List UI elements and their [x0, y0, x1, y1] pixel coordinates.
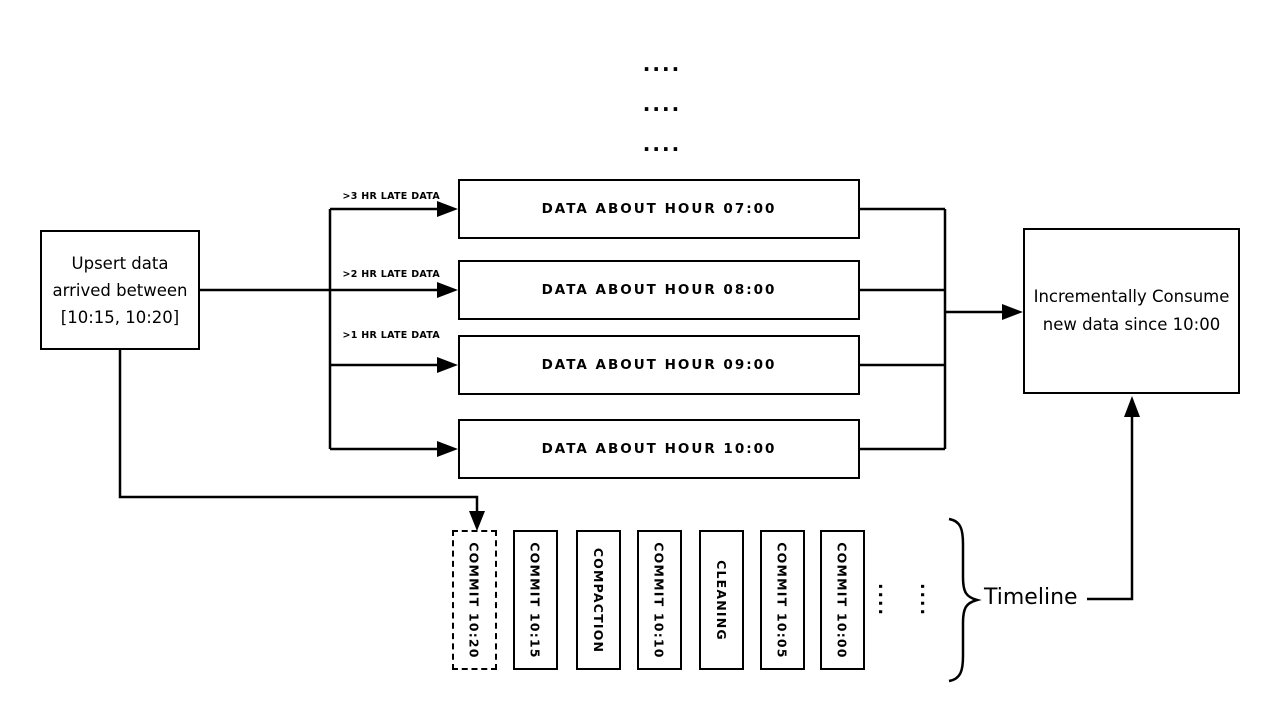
hour-box-0700: DATA ABOUT HOUR 07:00 — [458, 179, 860, 239]
hour-box-0800: DATA ABOUT HOUR 08:00 — [458, 260, 860, 320]
instant-label: COMMIT 10:20 — [467, 541, 482, 659]
upsert-box-line: arrived between — [52, 280, 188, 300]
hour-box-label: DATA ABOUT HOUR 09:00 — [541, 357, 777, 373]
instant-compaction: COMPACTION — [576, 530, 621, 670]
timeline-ellipsis-vertical: .... — [874, 583, 894, 617]
instant-commit-1015: COMMIT 10:15 — [513, 530, 558, 670]
instant-label: COMMIT 10:15 — [528, 541, 543, 659]
hour-box-label: DATA ABOUT HOUR 07:00 — [541, 201, 777, 217]
top-ellipsis: .... .... .... — [622, 44, 702, 164]
upsert-box-line: [10:15, 10:20] — [60, 307, 180, 327]
arrowhead-hour-0800 — [437, 282, 458, 298]
hour-box-label: DATA ABOUT HOUR 10:00 — [541, 441, 777, 457]
arrowhead-timeline-up — [1124, 396, 1140, 417]
consume-box: Incrementally Consume new data since 10:… — [1023, 228, 1240, 394]
timeline-to-consume-line — [1087, 414, 1134, 601]
instant-label: COMMIT 10:10 — [652, 541, 667, 659]
upsert-box-line: Upsert data — [71, 253, 169, 273]
arrowhead-hour-1000 — [437, 441, 458, 457]
instant-label: CLEANING — [714, 559, 730, 641]
ellipsis-row: .... — [642, 92, 682, 116]
instant-commit-1000: COMMIT 10:00 — [820, 530, 865, 670]
instant-commit-1020: COMMIT 10:20 — [452, 530, 497, 670]
arrowhead-commit-1020 — [469, 511, 485, 531]
upsert-to-commit-line — [118, 350, 479, 513]
ellipsis-row: .... — [642, 132, 682, 156]
instant-label: COMMIT 10:00 — [835, 541, 850, 659]
consume-box-line: Incrementally Consume — [1033, 287, 1230, 306]
instant-commit-1010: COMMIT 10:10 — [637, 530, 682, 670]
late-data-label-2hr: >2 HR LATE DATA — [342, 269, 440, 280]
arrowhead-hour-0700 — [437, 201, 458, 217]
late-data-label-3hr: >3 HR LATE DATA — [342, 191, 440, 202]
instant-label: COMMIT 10:05 — [775, 541, 790, 659]
upsert-box: Upsert data arrived between [10:15, 10:2… — [40, 230, 200, 350]
timeline-label: Timeline — [984, 585, 1078, 610]
arrowhead-consume — [1002, 304, 1023, 320]
arrowhead-hour-0900 — [437, 357, 458, 373]
instant-commit-1005: COMMIT 10:05 — [760, 530, 805, 670]
hour-box-label: DATA ABOUT HOUR 08:00 — [541, 282, 777, 298]
ellipsis-row: .... — [642, 52, 682, 76]
hour-box-0900: DATA ABOUT HOUR 09:00 — [458, 335, 860, 395]
timeline-ellipsis-vertical: .... — [916, 583, 936, 617]
consume-box-line: new data since 10:00 — [1042, 315, 1221, 334]
instant-cleaning: CLEANING — [699, 530, 744, 670]
timeline-brace — [948, 517, 982, 683]
late-data-label-1hr: >1 HR LATE DATA — [342, 330, 440, 341]
instant-label: COMPACTION — [591, 547, 606, 653]
hour-box-1000: DATA ABOUT HOUR 10:00 — [458, 419, 860, 479]
